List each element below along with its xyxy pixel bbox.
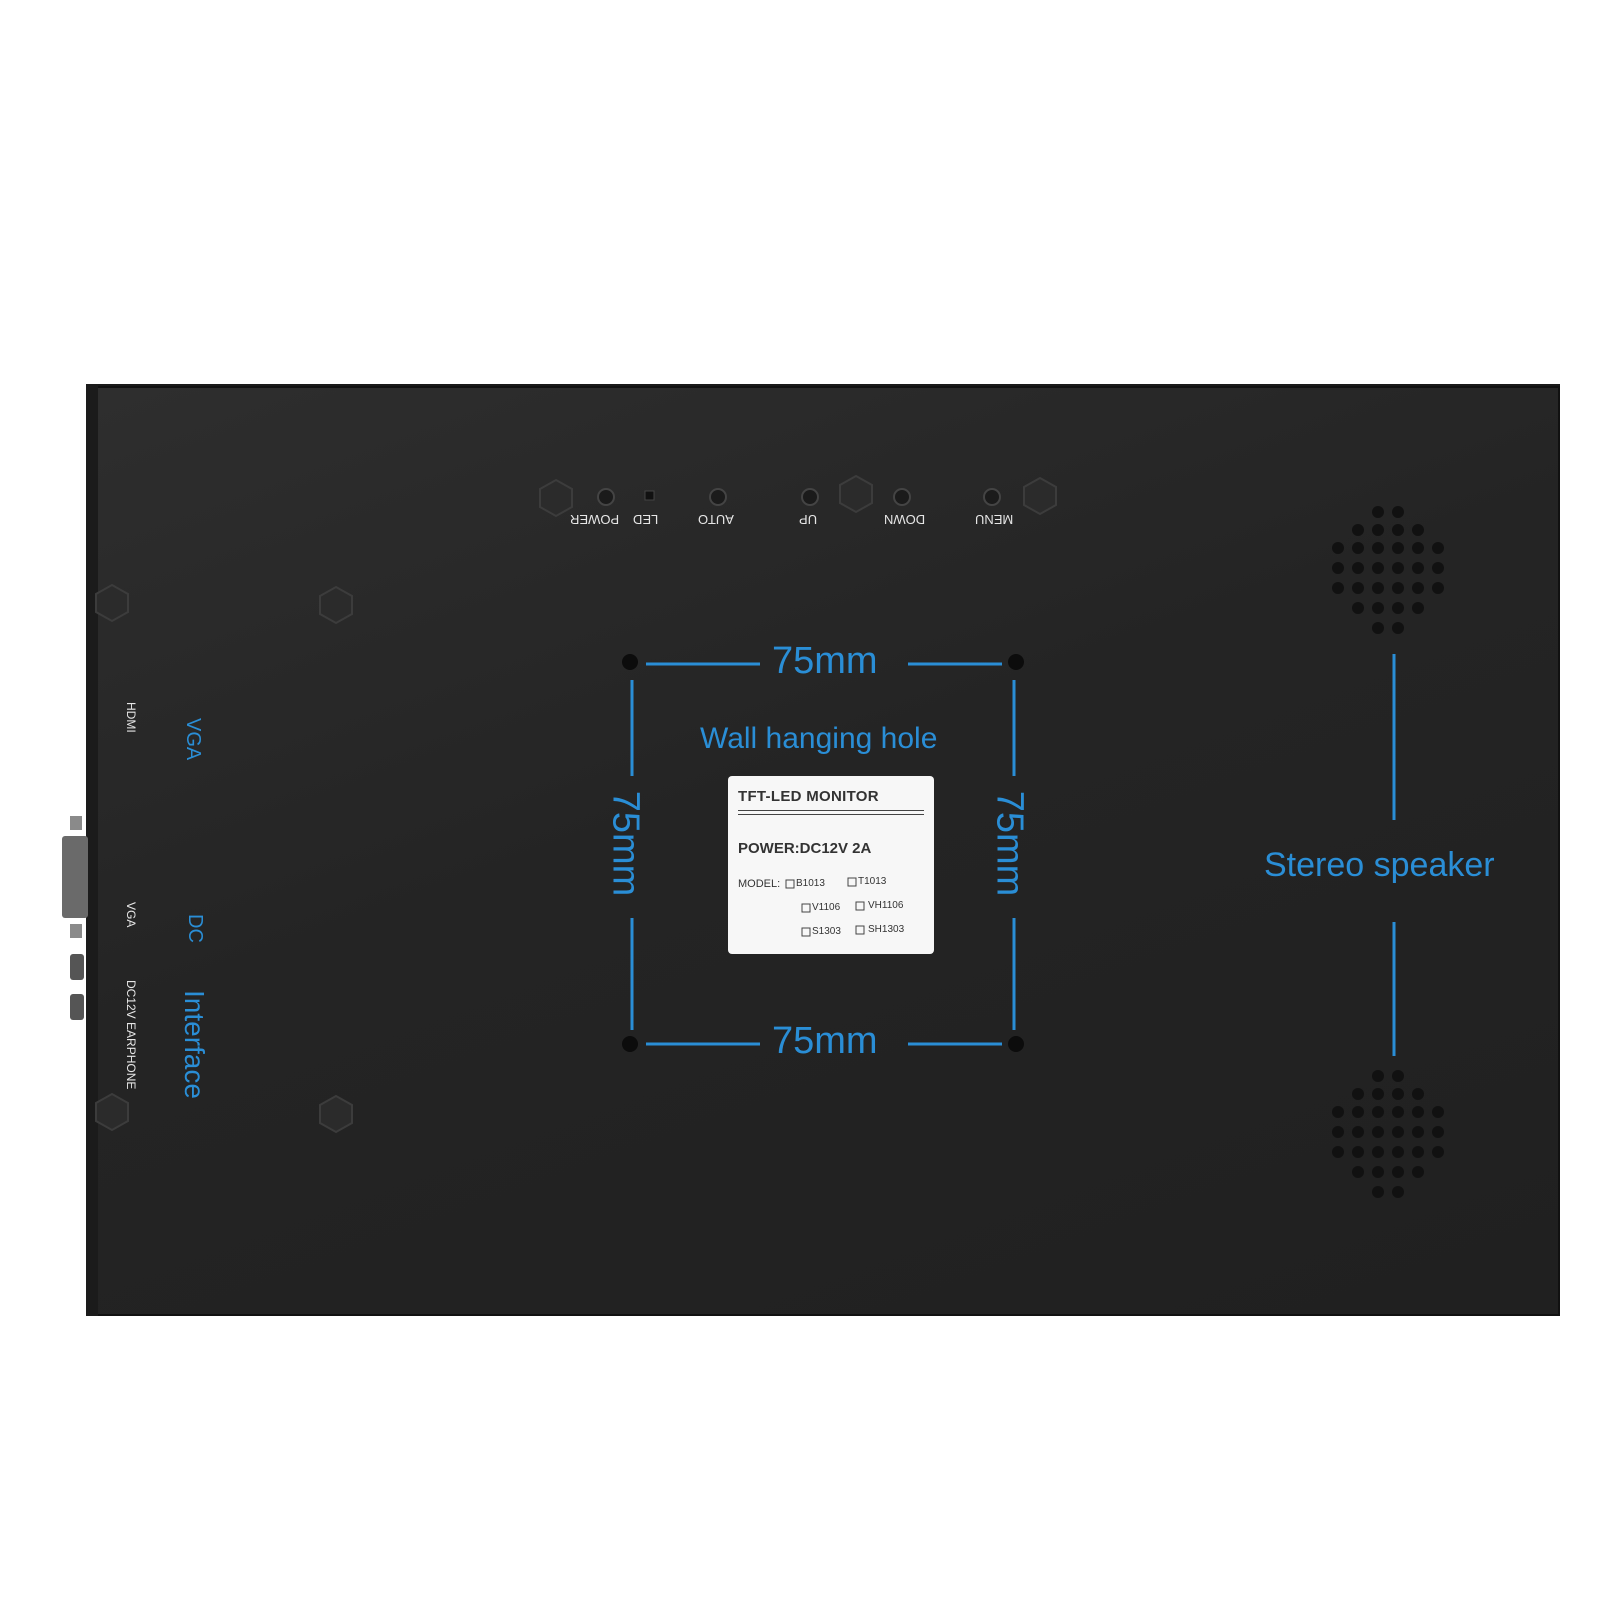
label-model-prefix: MODEL: [738,878,781,890]
up-button [801,488,819,506]
dc-earphone-port-label: DC12V EARPHONE [124,980,138,1090]
checkbox-icon [855,925,865,935]
screw-icon [839,474,873,514]
checkbox-icon [801,927,811,937]
vga-port-connector [62,836,88,918]
wall-hole-annotation: Wall hanging hole [700,722,938,755]
vga-port-screw [70,816,82,830]
label-model: VH1106 [868,900,904,911]
dimension-top: 75mm [772,640,878,682]
power-button [597,488,615,506]
down-button-label: DOWN [884,512,926,527]
label-checkboxes [785,877,865,937]
label-model: V1106 [812,902,841,913]
screw-icon [539,478,573,518]
panel-left-edge [86,384,98,1316]
earphone-port [70,994,84,1020]
label-model: B1013 [796,878,825,889]
power-button-label: POWER [570,512,620,527]
checkbox-icon [855,901,865,911]
mount-hole [622,654,638,670]
menu-button [983,488,1001,506]
checkbox-icon [847,877,857,887]
auto-button [709,488,727,506]
up-button-label: UP [799,512,818,527]
dc-port [70,954,84,980]
mount-hole [1008,654,1024,670]
dc-annotation: DC [184,914,206,943]
checkbox-icon [801,903,811,913]
label-model: SH1303 [868,924,905,935]
speaker-annotation: Stereo speaker [1264,846,1495,884]
speaker-grille-top [1332,506,1444,634]
dimension-left: 75mm [604,790,647,897]
label-power: POWER:DC12V 2A [738,840,872,857]
label-model: T1013 [858,876,887,887]
checkbox-icon [785,879,795,889]
screw-icon [319,585,353,625]
mount-hole [622,1036,638,1052]
mount-hole [1008,1036,1024,1052]
label-model: S1303 [812,926,841,937]
spec-label: TFT-LED MONITOR POWER:DC12V 2A MODEL: B1… [728,776,934,954]
vga-port-screw [70,924,82,938]
down-button [893,488,911,506]
led-label: LED [633,512,659,527]
dimension-right: 75mm [988,790,1031,897]
label-title: TFT-LED MONITOR [738,788,879,805]
screw-icon [1023,476,1057,516]
screw-icon [319,1094,353,1134]
vga-port-label: VGA [124,902,138,928]
menu-button-label: MENU [975,512,1014,527]
hdmi-port-label: HDMI [124,702,138,733]
screw-icon [95,1092,129,1132]
auto-button-label: AUTO [698,512,734,527]
dimension-bottom: 75mm [772,1020,878,1062]
screw-icon [95,583,129,623]
vga-annotation: VGA [182,718,204,761]
speaker-grille-bottom [1332,1070,1444,1198]
interface-annotation: Interface [179,990,210,1099]
led-indicator [644,490,655,501]
